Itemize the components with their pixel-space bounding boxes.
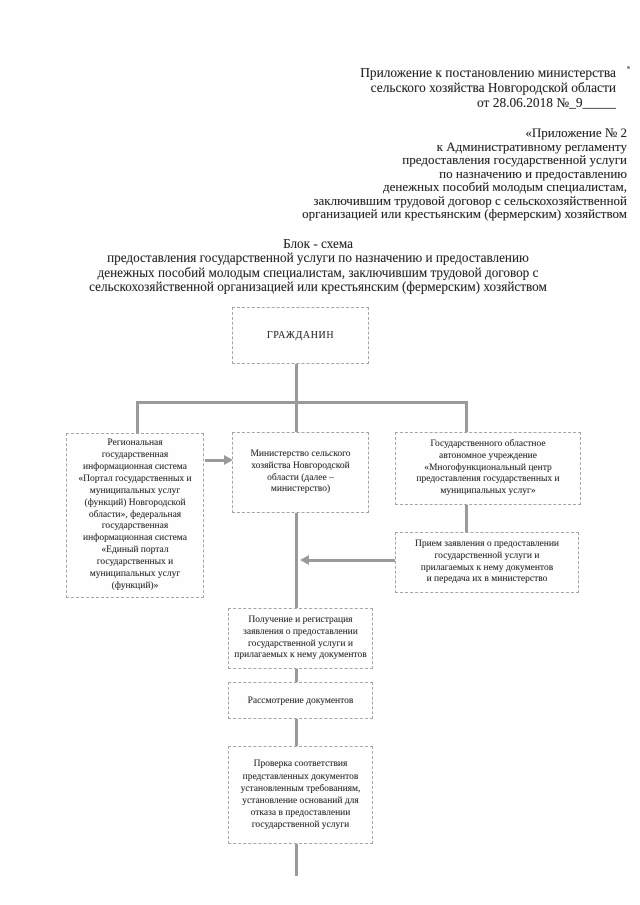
decree-reference: Приложение к постановлению министерства … [360,65,616,110]
flow-node-mfc-label: Государственного областное автономное уч… [416,439,560,497]
appendix-reference: «Приложение № 2 к Административному регл… [302,125,627,221]
arrow-right-icon [224,455,233,465]
flow-node-citizen-label: ГРАЖДАНИН [266,330,335,341]
document-title: Блок - схема предоставления государствен… [89,236,547,295]
flow-node-ministry-label: Министерство сельского хозяйства Новгоро… [250,448,351,495]
connector-ministry-down [295,513,298,608]
flow-node-review: Рассмотрение документов [228,682,373,719]
flow-node-review-label: Рассмотрение документов [247,695,354,706]
connector-registration-down [295,668,298,683]
flow-node-check-label: Проверка соответствия представленных док… [240,759,361,831]
connector-portal-to-ministry [205,459,225,462]
flow-node-reception: Прием заявления о предоставлении государ… [395,532,579,593]
connector-branch-right [465,401,468,433]
flow-node-portal-system: Региональная государственная информацион… [66,433,204,598]
flow-node-registration: Получение и регистрация заявления о пред… [228,608,373,669]
connector-check-down [295,843,298,876]
flow-node-mfc: Государственного областное автономное уч… [395,432,581,505]
connector-review-down [295,718,298,747]
flow-node-portal-label: Региональная государственная информацион… [78,438,192,591]
arrow-left-icon [300,555,309,565]
flow-node-registration-label: Получение и регистрация заявления о пред… [234,614,367,661]
scan-artifact-dot [627,66,630,69]
flow-node-check: Проверка соответствия представленных док… [228,746,373,844]
flow-node-reception-label: Прием заявления о предоставлении государ… [414,539,559,585]
connector-mfc-down [465,505,468,533]
connector-reception-to-ministry [309,559,395,562]
connector-branch-horizontal [136,401,468,404]
flow-node-ministry: Министерство сельского хозяйства Новгоро… [232,432,369,513]
connector-branch-left [136,401,139,434]
connector-citizen-down [295,363,298,432]
flow-node-citizen: ГРАЖДАНИН [232,307,369,364]
